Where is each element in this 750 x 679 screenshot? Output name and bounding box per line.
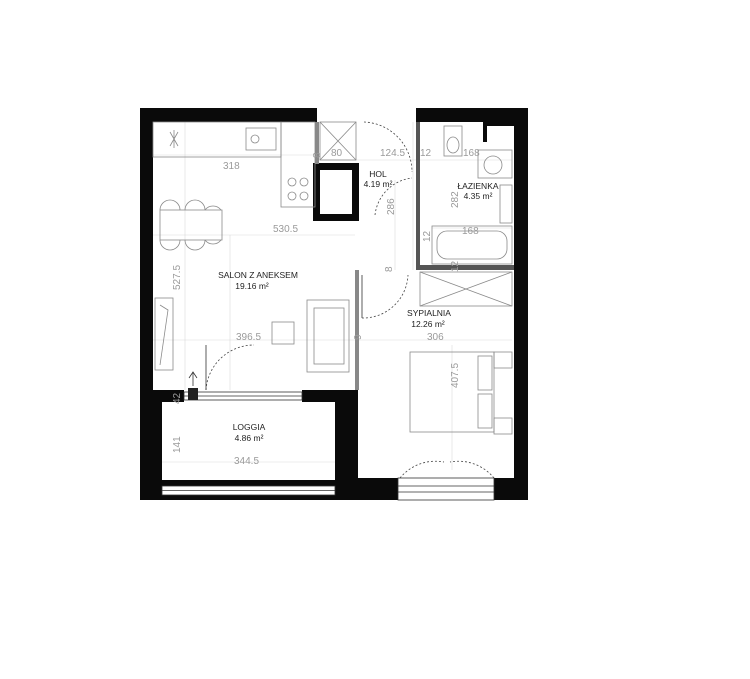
dim-bath-height: 282 — [450, 191, 461, 208]
living-furniture — [154, 297, 350, 373]
loggia-fixture — [188, 371, 198, 400]
walls — [140, 108, 528, 500]
room-name-loggia: LOGGIA — [233, 422, 266, 432]
bedroom-furniture — [409, 271, 513, 435]
dim-hol-wall-2: 8 — [312, 152, 323, 158]
dim-kitchen-width: 318 — [223, 161, 240, 172]
room-name-salon: SALON Z ANEKSEM — [218, 270, 298, 280]
dim-salon-width: 530.5 — [273, 224, 298, 235]
dim-bedroom-height: 407.5 — [450, 363, 461, 388]
dining-table — [159, 199, 223, 251]
dim-loggia-wall: 42 — [172, 392, 183, 404]
hol-fixtures — [319, 121, 357, 161]
room-area-salon: 19.16 m² — [235, 281, 269, 291]
room-name-hol: HOL — [369, 169, 387, 179]
dim-bath-width: 168 — [463, 148, 480, 159]
bathroom-fixtures — [431, 125, 513, 265]
dimension-guides — [153, 122, 512, 470]
windows — [161, 391, 495, 501]
dim-tub-length: 168 — [462, 226, 479, 237]
room-area-hol: 4.19 m² — [364, 179, 393, 189]
room-name-sypialnia: SYPIALNIA — [407, 308, 451, 318]
dim-loggia-height: 141 — [172, 436, 183, 453]
dim-loggia-width: 344.5 — [234, 456, 259, 467]
dim-hol-wall-1: 12 — [420, 148, 432, 159]
room-area-sypialnia: 12.26 m² — [411, 319, 445, 329]
dim-partition: 9 — [353, 334, 364, 340]
dim-salon-height: 527.5 — [172, 265, 183, 290]
doors — [205, 121, 495, 479]
dimension-labels: 318 530.5 527.5 396.5 80 124.5 12 8 286 … — [172, 148, 480, 467]
room-area-lazienka: 4.35 m² — [464, 191, 493, 201]
dim-bath-wall-2: 12 — [450, 260, 461, 272]
room-name-lazienka: ŁAZIENKA — [457, 181, 498, 191]
room-labels: SALON Z ANEKSEM 19.16 m² HOL 4.19 m² ŁAZ… — [218, 169, 499, 443]
room-area-loggia: 4.86 m² — [235, 433, 264, 443]
kitchen — [152, 121, 316, 208]
dim-bedroom-width: 306 — [427, 332, 444, 343]
dim-hol-width: 124.5 — [380, 148, 405, 159]
dim-salon-lower-width: 396.5 — [236, 332, 261, 343]
dim-hol-wall-3: 8 — [384, 266, 395, 272]
dim-hol-height: 286 — [386, 198, 397, 215]
dim-hol-left: 80 — [331, 148, 343, 159]
dim-bath-wall: 12 — [422, 230, 433, 242]
